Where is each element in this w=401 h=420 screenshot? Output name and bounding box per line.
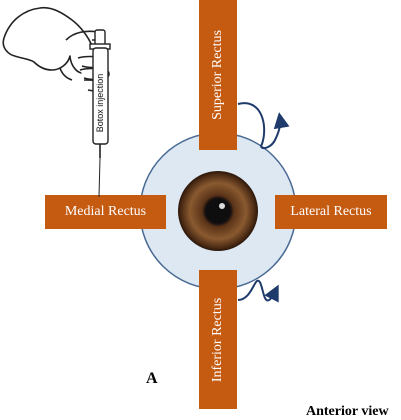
lateral-rectus-muscle: Lateral Rectus (275, 195, 387, 229)
inferior-rectus-muscle: Inferior Rectus (199, 270, 237, 409)
medial-rectus-muscle: Medial Rectus (45, 195, 166, 229)
view-label: Anterior view (306, 404, 389, 419)
lateral-rectus-label: Lateral Rectus (290, 204, 372, 219)
medial-rectus-label: Medial Rectus (64, 204, 147, 219)
panel-letter: A (146, 370, 158, 387)
pupil-highlight (219, 203, 225, 209)
syringe-icon (89, 29, 111, 198)
superior-rectus-muscle: Superior Rectus (199, 0, 237, 150)
